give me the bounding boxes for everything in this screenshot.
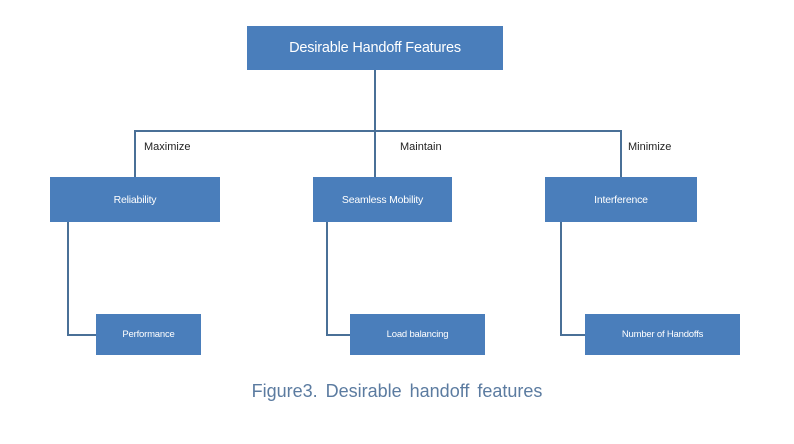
connector-drop-branch-3 — [620, 130, 622, 177]
node-load-balancing[interactable]: Load balancing — [350, 314, 485, 355]
edge-label-maximize: Maximize — [144, 141, 191, 153]
connector-elbow-branch-2 — [326, 334, 355, 336]
connector-horizontal-bus — [134, 130, 622, 132]
node-number-of-handoffs[interactable]: Number of Handoffs — [585, 314, 740, 355]
connector-vertical-branch-2 — [326, 222, 328, 336]
node-performance[interactable]: Performance — [96, 314, 201, 355]
node-root[interactable]: Desirable Handoff Features — [247, 26, 503, 70]
connector-vertical-branch-3 — [560, 222, 562, 336]
connector-root-trunk — [374, 70, 376, 131]
connector-vertical-branch-1 — [67, 222, 69, 336]
edge-label-maintain: Maintain — [400, 141, 442, 153]
figure-caption: Figure3. Desirable handoff features — [251, 381, 543, 401]
connector-elbow-branch-3 — [560, 334, 590, 336]
edge-label-minimize: Minimize — [628, 141, 672, 153]
node-reliability[interactable]: Reliability — [50, 177, 220, 222]
connector-elbow-branch-1 — [67, 334, 100, 336]
node-seamless-mobility[interactable]: Seamless Mobility — [313, 177, 452, 222]
connector-drop-branch-1 — [134, 130, 136, 177]
connector-drop-branch-2 — [374, 130, 376, 177]
node-interference[interactable]: Interference — [545, 177, 697, 222]
